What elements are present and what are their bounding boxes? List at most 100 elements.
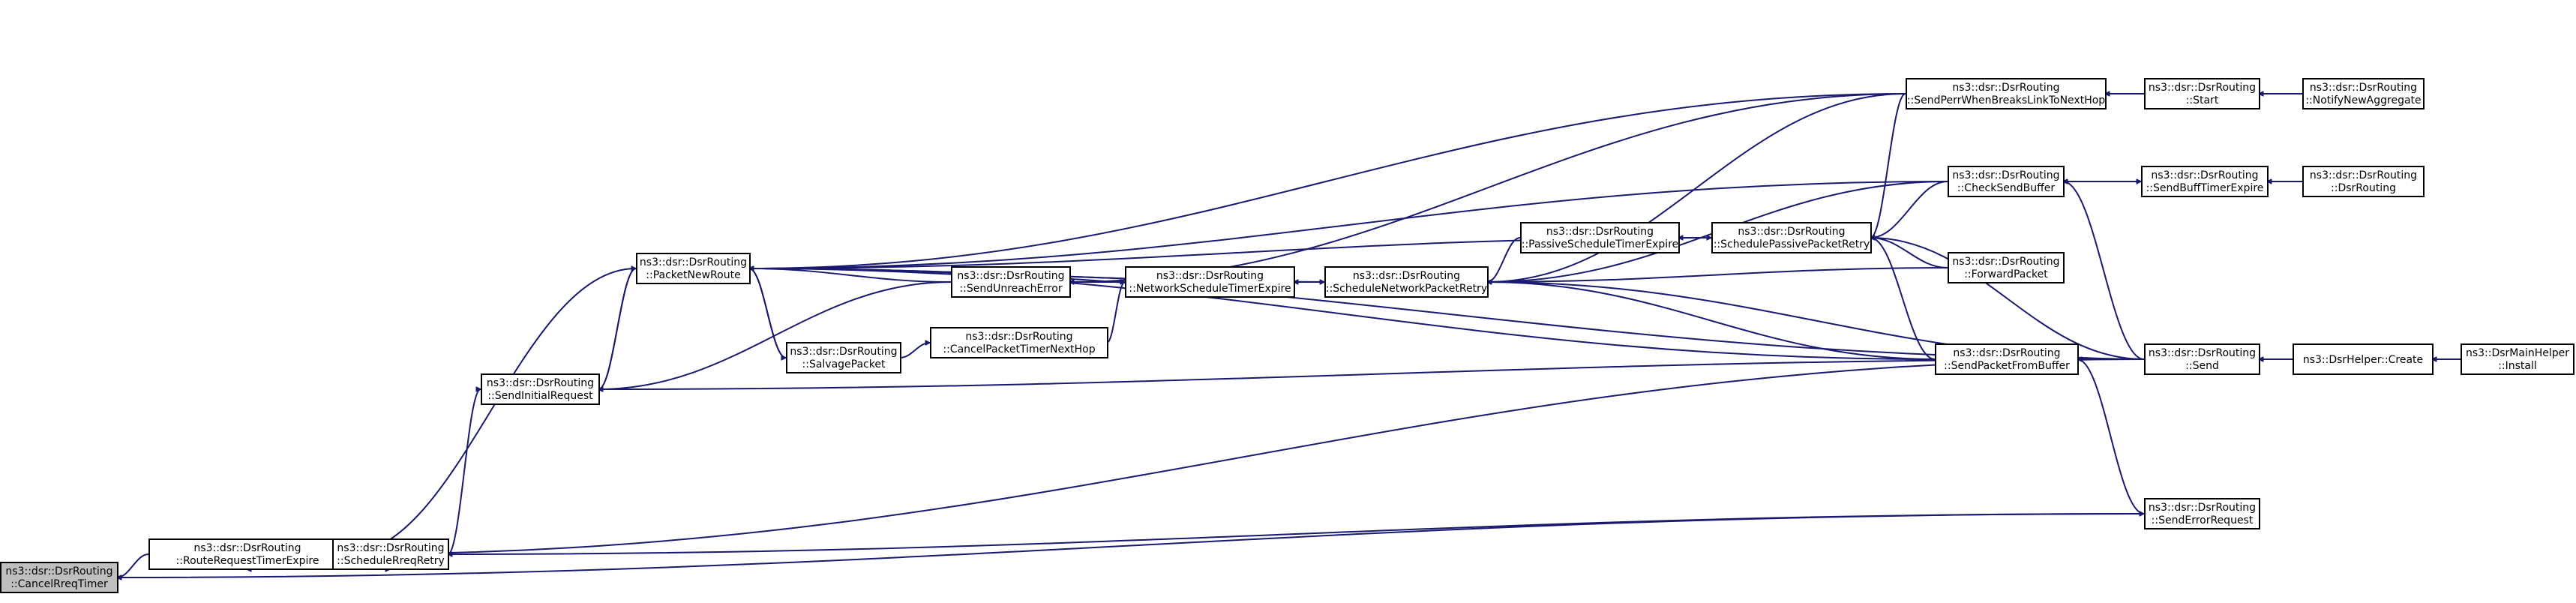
node-label-line1: ns3::dsr::DsrRouting — [1738, 226, 1845, 238]
node-box[interactable] — [1125, 266, 1295, 298]
node-box[interactable] — [930, 327, 1108, 358]
node-snpr[interactable]: ns3::dsr::DsrRouting::ScheduleNetworkPac… — [1324, 266, 1489, 298]
node-create[interactable]: ns3::DsrHelper::Create — [2293, 344, 2434, 375]
node-label-line2: ::ScheduleRreqRetry — [337, 555, 445, 567]
node-label-line2: ::SalvagePacket — [802, 358, 886, 370]
edge-spfb-to-ser — [2077, 358, 2144, 514]
node-label-line1: ns3::dsr::DsrRouting — [487, 377, 594, 389]
edge-csb-to-sppr — [1870, 181, 1948, 238]
edge-sperr-to-sue — [1069, 93, 1906, 282]
node-box[interactable] — [2144, 498, 2260, 530]
node-label-line1: ns3::dsr::DsrRouting — [1952, 256, 2059, 268]
edge-pnr-to-rrte — [345, 268, 637, 554]
node-box[interactable] — [332, 538, 449, 570]
node-label-line1: ns3::dsr::DsrRouting — [1953, 347, 2060, 359]
node-send[interactable]: ns3::dsr::DsrRouting::Send — [2144, 344, 2260, 375]
node-label-line2: ::Start — [2186, 94, 2219, 106]
node-box[interactable] — [1948, 166, 2065, 197]
node-box[interactable] — [2141, 166, 2269, 197]
edge-spfb-to-snpr — [1487, 282, 1936, 360]
edges-layer — [117, 94, 2461, 578]
node-label-line2: ::SendErrorRequest — [2152, 514, 2254, 526]
node-label-line1: ns3::dsr::DsrRouting — [1156, 270, 1264, 282]
node-label-line1: ns3::dsr::DsrRouting — [193, 542, 301, 554]
edge-sched-to-sir — [447, 389, 481, 555]
node-label-line1: ns3::dsr::DsrRouting — [2151, 170, 2258, 182]
node-sbte[interactable]: ns3::dsr::DsrRouting::SendBuffTimerExpir… — [2141, 166, 2269, 197]
node-install[interactable]: ns3::DsrMainHelper::Install — [2461, 344, 2575, 375]
node-box[interactable] — [951, 266, 1071, 298]
node-box[interactable] — [0, 562, 118, 593]
node-label-line2: ::DsrRouting — [2331, 182, 2396, 194]
edge-pste-to-snpr — [1487, 237, 1521, 282]
node-sppr[interactable]: ns3::dsr::DsrRouting::SchedulePassivePac… — [1711, 222, 1872, 254]
node-box[interactable] — [636, 253, 751, 284]
node-label-line2: ::SendBuffTimerExpire — [2146, 182, 2264, 194]
edge-ser-to-sched — [448, 513, 2145, 554]
node-label-line1: ns3::DsrMainHelper — [2466, 347, 2569, 359]
node-label-line2: ::SendPerrWhenBreaksLinkToNextHop — [1907, 94, 2105, 106]
node-label-line1: ns3::dsr::DsrRouting — [2149, 82, 2256, 94]
node-sir[interactable]: ns3::dsr::DsrRouting::SendInitialRequest — [481, 374, 600, 405]
node-csb[interactable]: ns3::dsr::DsrRouting::CheckSendBuffer — [1948, 166, 2065, 197]
edge-sue-to-sir — [598, 281, 952, 389]
edge-sir-to-pnr — [598, 268, 636, 390]
node-label-line1: ns3::dsr::DsrRouting — [337, 542, 444, 554]
node-label-line2: ::CancelPacketTimerNextHop — [943, 344, 1095, 356]
node-start[interactable]: ns3::dsr::DsrRouting::Start — [2144, 78, 2260, 110]
edge-spfb-to-pnr — [749, 268, 1936, 360]
node-box[interactable] — [1906, 78, 2107, 110]
node-box[interactable] — [481, 374, 600, 405]
node-pste[interactable]: ns3::dsr::DsrRouting::PassiveScheduleTim… — [1520, 222, 1680, 254]
edge-spfb-to-sppr — [1870, 238, 1936, 360]
node-box[interactable] — [1520, 222, 1680, 254]
node-box[interactable] — [2461, 344, 2575, 375]
node-label-line1: ns3::dsr::DsrRouting — [965, 331, 1072, 343]
node-box[interactable] — [786, 342, 901, 374]
node-label-line2: ::CheckSendBuffer — [1957, 182, 2055, 194]
node-box[interactable] — [1711, 222, 1872, 254]
node-box[interactable] — [1948, 252, 2065, 284]
node-box[interactable] — [2302, 78, 2425, 110]
edge-salv-to-cptnh — [899, 343, 930, 358]
node-label-line1: ns3::dsr::DsrRouting — [790, 346, 897, 358]
node-cancel[interactable]: ns3::dsr::DsrRouting::CancelRreqTimer — [0, 562, 118, 593]
node-label-line2: ::Install — [2498, 360, 2537, 372]
node-salv[interactable]: ns3::dsr::DsrRouting::SalvagePacket — [786, 342, 901, 374]
node-box[interactable] — [2293, 344, 2434, 375]
node-nste[interactable]: ns3::dsr::DsrRouting::NetworkScheduleTim… — [1125, 266, 1295, 298]
node-label-line2: ::ScheduleNetworkPacketRetry — [1326, 283, 1487, 295]
node-label-line2: ::CancelRreqTimer — [10, 578, 108, 590]
node-label-line1: ns3::dsr::DsrRouting — [5, 566, 112, 578]
node-label-line2: ::NotifyNewAggregate — [2305, 94, 2421, 106]
node-box[interactable] — [1935, 344, 2079, 375]
node-nna[interactable]: ns3::dsr::DsrRouting::NotifyNewAggregate — [2302, 78, 2425, 110]
node-label-line2: ::PassiveScheduleTimerExpire — [1522, 238, 1679, 250]
node-label-line2: ::SchedulePassivePacketRetry — [1714, 238, 1870, 250]
node-pnr[interactable]: ns3::dsr::DsrRouting::PacketNewRoute — [636, 253, 751, 284]
node-ser[interactable]: ns3::dsr::DsrRouting::SendErrorRequest — [2144, 498, 2260, 530]
edge-send-to-csb — [2063, 182, 2145, 360]
node-cptnh[interactable]: ns3::dsr::DsrRouting::CancelPacketTimerN… — [930, 327, 1108, 358]
node-label-line2: ::SendInitialRequest — [487, 390, 593, 402]
node-sperr[interactable]: ns3::dsr::DsrRouting::SendPerrWhenBreaks… — [1906, 78, 2107, 110]
node-sched[interactable]: ns3::dsr::DsrRouting::ScheduleRreqRetry — [332, 538, 449, 570]
node-spfb[interactable]: ns3::dsr::DsrRouting::SendPacketFromBuff… — [1935, 344, 2079, 375]
node-box[interactable] — [2302, 166, 2425, 197]
node-label-line1: ns3::DsrHelper::Create — [2303, 354, 2423, 366]
node-label-line2: ::ForwardPacket — [1964, 268, 2048, 280]
node-ctor[interactable]: ns3::dsr::DsrRouting::DsrRouting — [2302, 166, 2425, 197]
node-sue[interactable]: ns3::dsr::DsrRouting::SendUnreachError — [951, 266, 1071, 298]
node-label-line1: ns3::dsr::DsrRouting — [2310, 170, 2417, 182]
node-box[interactable] — [2144, 78, 2260, 110]
edge-rrte-to-cancel — [117, 554, 149, 578]
node-fwd[interactable]: ns3::dsr::DsrRouting::ForwardPacket — [1948, 252, 2065, 284]
node-box[interactable] — [2144, 344, 2260, 375]
node-rrte[interactable]: ns3::dsr::DsrRouting::RouteRequestTimerE… — [148, 538, 346, 570]
edge-send-to-sir — [598, 358, 2145, 389]
node-label-line1: ns3::dsr::DsrRouting — [2310, 82, 2417, 94]
node-label-line1: ns3::dsr::DsrRouting — [1546, 226, 1654, 238]
edge-cptnh-to-nste — [1106, 282, 1125, 344]
node-box[interactable] — [1324, 266, 1489, 298]
edge-send-to-rrte — [345, 358, 2145, 554]
